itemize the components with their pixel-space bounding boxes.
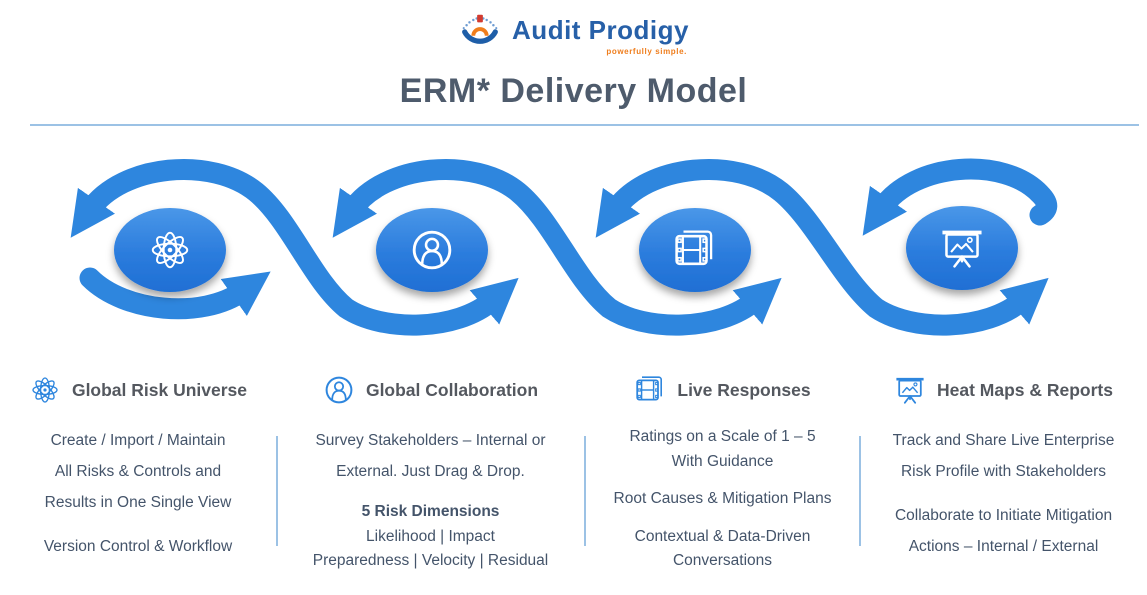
stage-text-line: Create / Import / Maintain <box>50 432 226 449</box>
stage-node-4 <box>906 206 1018 290</box>
stage-text-line: Root Causes & Mitigation Plans <box>613 490 832 507</box>
stage-heading-label: Global Risk Universe <box>71 379 248 400</box>
stage-text-line: All Risks & Controls and <box>54 463 222 480</box>
logo: Audit Prodigy powerfully simple. <box>0 10 1147 56</box>
cycle-arrow-top-4 <box>862 158 1058 236</box>
stage-heading-label: Live Responses <box>677 379 811 400</box>
stage-text-line: With Guidance <box>671 452 774 470</box>
atom-icon <box>32 377 58 403</box>
stage-text-line: Collaborate to Initiate Mitigation <box>894 507 1113 524</box>
stage-text-item: Version Control & Workflow <box>6 531 270 562</box>
stage-text-item: Root Causes & Mitigation Plans <box>591 487 854 512</box>
stage-text-line: Version Control & Workflow <box>43 538 233 555</box>
stage-node-2 <box>376 208 488 292</box>
wave-arrow-1-2 <box>70 159 519 336</box>
column-divider <box>276 436 278 546</box>
stage-text-line: External. Just Drag & Drop. <box>336 463 525 480</box>
stage-text-line: Results in One Single View <box>44 494 232 511</box>
presentation-icon <box>895 377 925 405</box>
stage-heading-label: Heat Maps & Reports <box>936 379 1113 400</box>
column-divider <box>584 436 586 546</box>
audit-prodigy-logo-icon <box>462 14 498 44</box>
wave-arrow-2-3 <box>332 159 782 336</box>
stage-heading: Global Risk Universe <box>6 374 270 406</box>
stage-text-line: Conversations <box>672 552 773 569</box>
column-divider <box>859 436 861 546</box>
stage-text-line: Risk Profile with Stakeholders <box>900 463 1107 480</box>
stage-heading: Live Responses <box>591 374 854 406</box>
stage-text-item: Survey Stakeholders – Internal or Externa… <box>282 425 579 487</box>
stage-text-line: Contextual & Data-Driven <box>634 527 811 545</box>
process-wave-diagram <box>70 158 1058 336</box>
stage-node-1 <box>114 208 226 292</box>
wave-arrow-3-4 <box>595 159 1049 336</box>
logo-name: Audit Prodigy <box>512 14 689 45</box>
user-icon <box>325 376 353 404</box>
stage-text-item: Ratings on a Scale of 1 – 5 With Guidance <box>591 425 854 474</box>
stage-text-line: Track and Share Live Enterprise <box>892 432 1115 449</box>
stage-text-line: Ratings on a Scale of 1 – 5 <box>629 428 816 445</box>
title-divider-line <box>30 124 1139 126</box>
stage-node-3 <box>639 208 751 292</box>
film-icon <box>636 376 663 401</box>
stage-text-line: Actions – Internal / External <box>908 538 1099 555</box>
stage-heading: Heat Maps & Reports <box>866 374 1141 406</box>
stage-heading: Global Collaboration <box>282 374 579 406</box>
stage-text-line: 5 Risk Dimensions <box>361 503 500 520</box>
stage-text-line: Preparedness | Velocity | Residual <box>312 552 549 569</box>
stage-heading-label: Global Collaboration <box>365 379 539 400</box>
page-title: ERM* Delivery Model <box>399 72 748 110</box>
stage-text-line: Likelihood | Impact <box>366 527 495 545</box>
logo-tagline: powerfully simple. <box>606 46 687 56</box>
stage-text-line: Survey Stakeholders – Internal or <box>315 432 546 449</box>
